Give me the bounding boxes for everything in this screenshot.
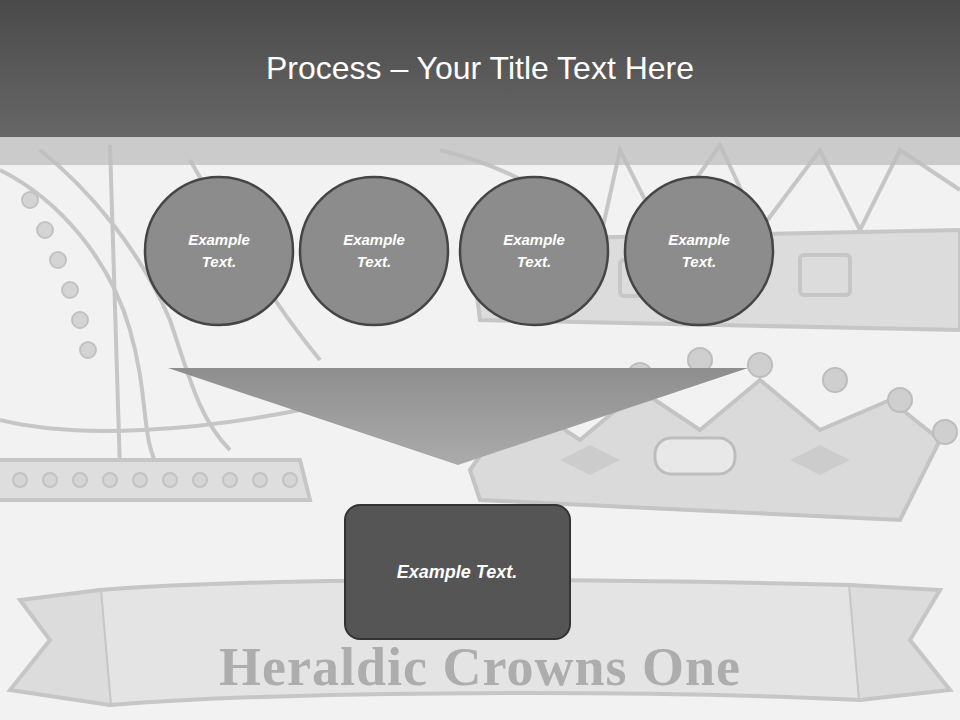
header-strip [0,137,960,165]
circle-outline [623,175,775,327]
circle-outline [298,175,450,327]
circle-shape [460,177,608,325]
title-area: Process – Your Title Text Here [0,0,960,137]
process-circle: Example Text. [298,175,450,327]
circle-outline [143,175,295,327]
node-text: Example Text. [494,229,574,274]
circle-shape [625,177,773,325]
funnel-shape [168,368,748,465]
circle-outline [458,175,610,327]
node-text: Example Text. [397,559,517,586]
circle-shape [145,177,293,325]
slide-title: Process – Your Title Text Here [266,50,694,87]
node-text: Example Text. [334,229,414,274]
process-circle: Example Text. [623,175,775,327]
process-circle: Example Text. [143,175,295,327]
crown-top-right [440,145,960,330]
result-box: Example Text. [344,504,571,640]
process-circle: Example Text. [458,175,610,327]
watermark-text: Heraldic Crowns One [219,637,741,697]
node-text: Example Text. [179,229,259,274]
circle-shape [300,177,448,325]
node-text: Example Text. [659,229,739,274]
header-band [0,0,960,137]
watermark-area: Heraldic Crowns One [0,636,960,698]
crown-left [0,145,320,500]
